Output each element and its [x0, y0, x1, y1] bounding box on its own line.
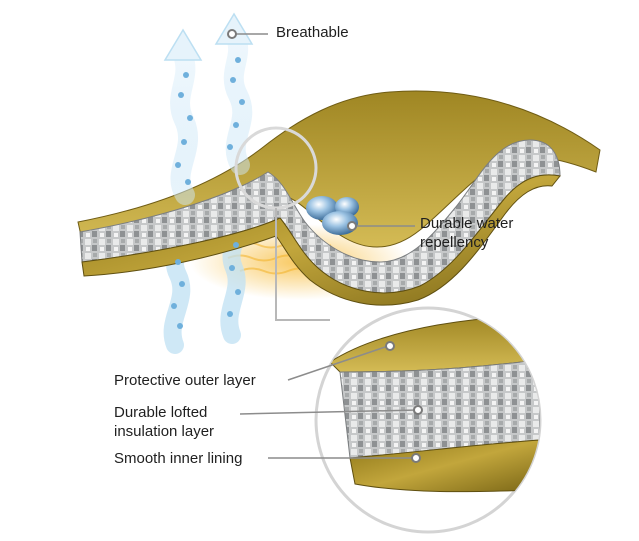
label-water-repellency-line1: Durable water: [420, 215, 514, 232]
label-insulation: Durable lofted insulation layer: [114, 403, 214, 441]
vapor-arrow-icon: [163, 28, 203, 205]
vapor-arrow-icon: [214, 12, 254, 175]
label-insulation-line1: Durable lofted: [114, 404, 208, 421]
label-breathable: Breathable: [276, 24, 349, 41]
magnifier-circle-icon: [314, 306, 542, 534]
label-water-repellency: Durable water repellency: [420, 214, 513, 252]
label-inner-lining: Smooth inner lining: [114, 450, 243, 467]
label-outer-layer: Protective outer layer: [114, 372, 256, 389]
vapor-bubbles-lower: [171, 242, 241, 329]
callout-dot-icon: [227, 29, 423, 463]
fabric-outer-front: [81, 174, 561, 306]
label-insulation-line2: insulation layer: [114, 423, 215, 440]
zoom-connector-line: [275, 208, 330, 321]
leader-lines: [232, 33, 419, 459]
label-water-repellency-line2: repellency: [420, 234, 489, 251]
